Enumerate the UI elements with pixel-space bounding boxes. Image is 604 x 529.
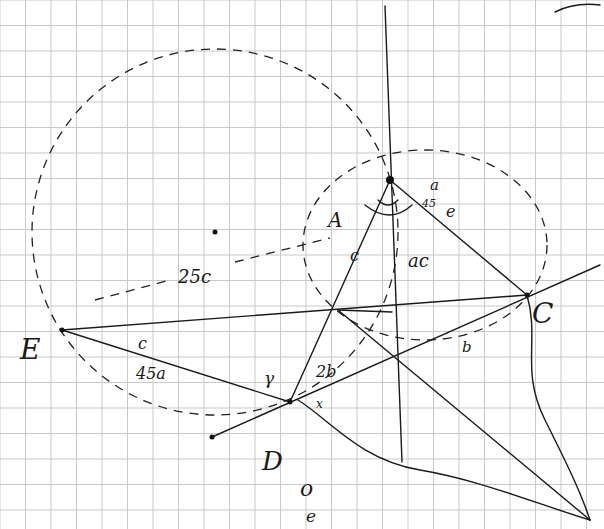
grid-line	[0, 127, 604, 128]
grid-line	[76, 0, 77, 529]
grid-line	[586, 0, 587, 529]
point-label: b	[462, 340, 472, 355]
grid-line	[0, 0, 604, 1]
point-label: E	[20, 336, 40, 364]
point-label: c	[350, 248, 359, 264]
grid-line	[0, 408, 604, 409]
grid-line	[0, 459, 604, 460]
grid-line	[0, 433, 604, 434]
point-label: c	[138, 336, 147, 352]
grid-line	[0, 306, 604, 307]
grid-line	[0, 25, 604, 26]
grid-line	[433, 0, 434, 529]
grid-line	[204, 0, 205, 529]
grid-line	[0, 280, 604, 281]
grid-line	[331, 0, 332, 529]
point-label: 45a	[136, 366, 166, 382]
grid-line	[0, 153, 604, 154]
grid-line	[0, 510, 604, 511]
grid-line	[561, 0, 562, 529]
construction-circles	[32, 49, 547, 415]
grid-line	[510, 0, 511, 529]
grid-line	[0, 51, 604, 52]
grid-line	[0, 102, 604, 103]
point-label: 45	[422, 198, 436, 209]
grid-line	[255, 0, 256, 529]
point-label: 2b	[316, 364, 336, 380]
grid-line	[459, 0, 460, 529]
point-label: 25c	[178, 268, 211, 286]
grid-line	[382, 0, 383, 529]
grid-line	[0, 229, 604, 230]
points	[60, 176, 530, 440]
point-label: ac	[408, 252, 429, 270]
point-label: D	[262, 448, 283, 474]
grid-line	[229, 0, 230, 529]
grid-line	[535, 0, 536, 529]
construction-lines	[62, 4, 600, 520]
grid-line	[0, 76, 604, 77]
grid-line	[0, 255, 604, 256]
point-label: x	[316, 398, 323, 410]
grid-line	[0, 382, 604, 383]
grid-line	[0, 0, 1, 529]
grid-line	[51, 0, 52, 529]
point-label: a	[430, 178, 439, 193]
grid-line	[0, 204, 604, 205]
grid-line	[178, 0, 179, 529]
grid-line	[0, 357, 604, 358]
point-label: e	[306, 508, 316, 525]
point-label: o	[300, 478, 313, 500]
grid-line	[25, 0, 26, 529]
grid-line	[153, 0, 154, 529]
point-label: C	[532, 300, 553, 328]
grid-line	[127, 0, 128, 529]
point-label: A	[328, 210, 342, 230]
grid-line	[484, 0, 485, 529]
point-label: e	[446, 204, 455, 220]
point-label: γ	[264, 370, 274, 387]
grid-line	[0, 178, 604, 179]
grid-line	[0, 331, 604, 332]
grid-line	[102, 0, 103, 529]
grid-line	[357, 0, 358, 529]
